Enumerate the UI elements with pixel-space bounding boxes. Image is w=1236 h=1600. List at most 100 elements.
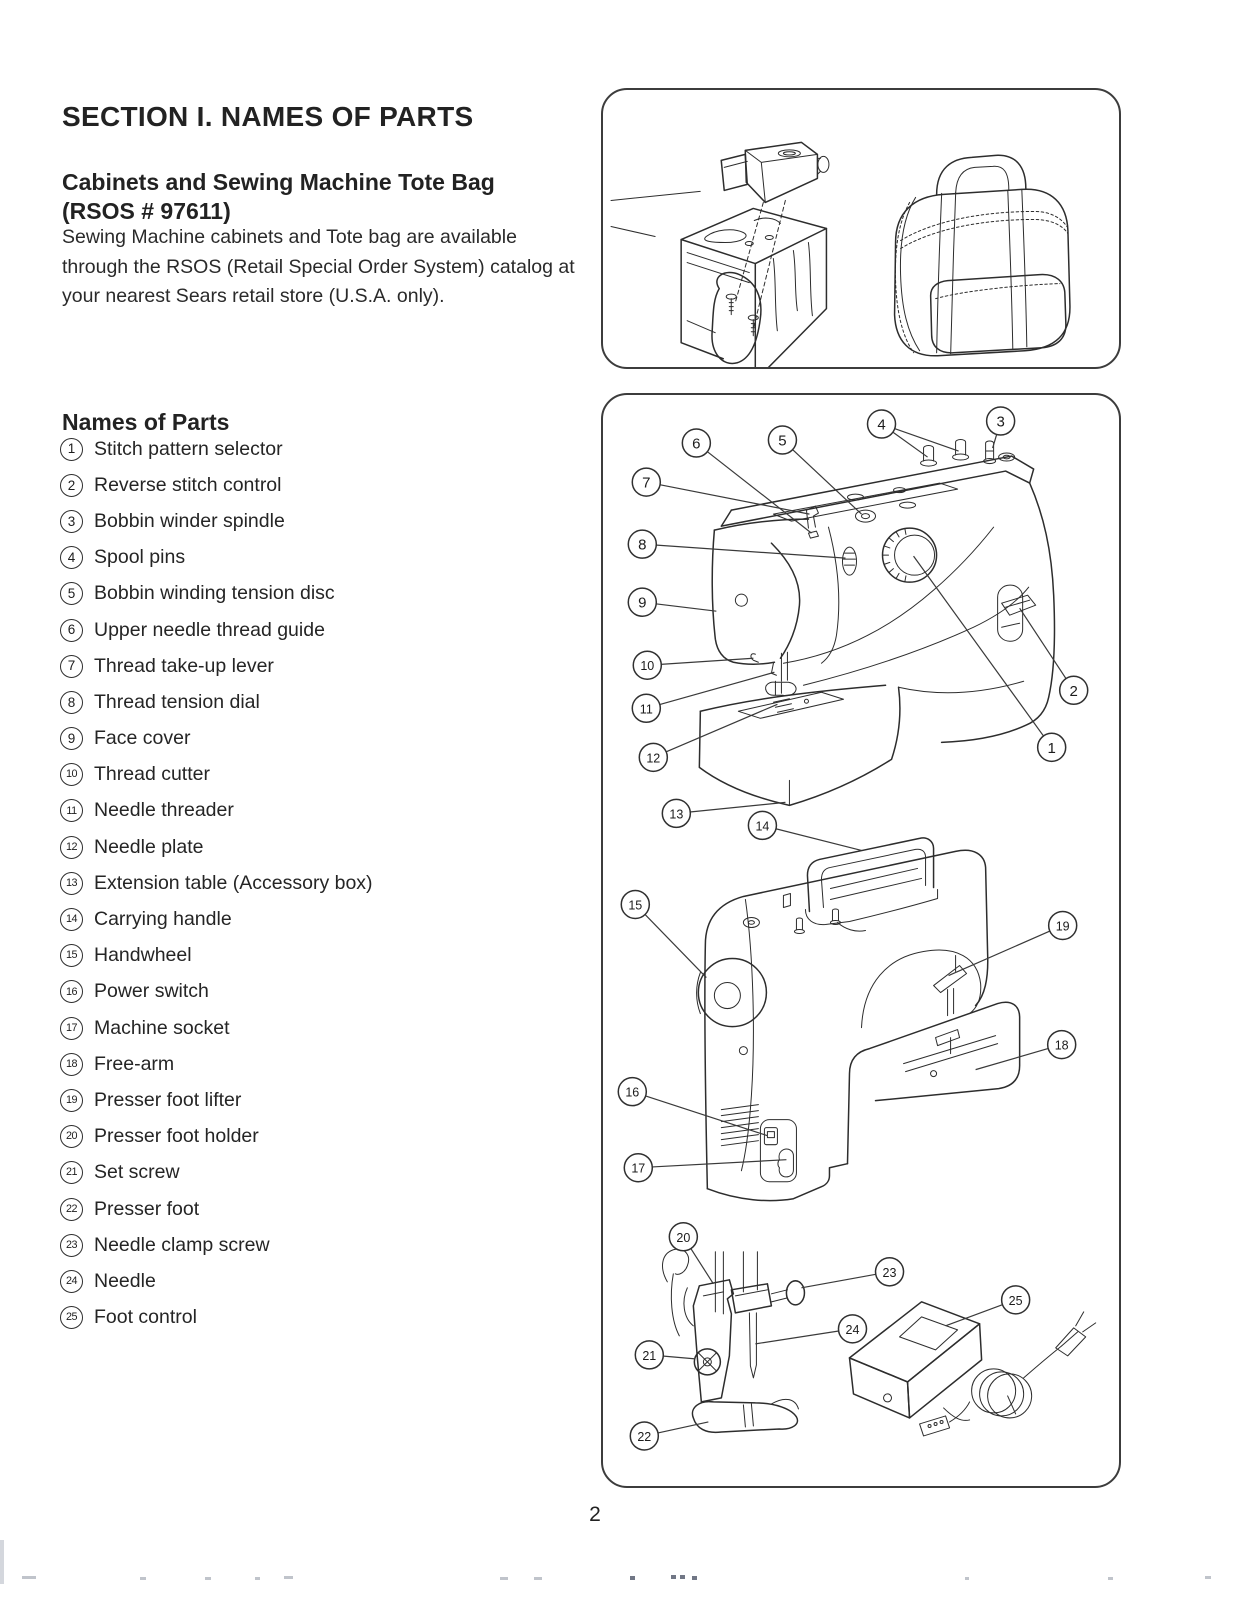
callout-number: 9	[638, 595, 646, 612]
callout-leader-line	[646, 481, 810, 515]
part-label: Thread take-up lever	[94, 654, 274, 677]
part-label: Needle threader	[94, 799, 234, 822]
part-label: Presser foot holder	[94, 1125, 259, 1148]
callout-leader-line	[762, 824, 862, 851]
part-number-badge: 6	[60, 618, 83, 642]
callout-number: 5	[778, 433, 786, 450]
parts-list: 1 Stitch pattern selector 2 Reverse stitch …	[60, 431, 373, 1336]
callout-number: 22	[637, 1430, 651, 1444]
part-number-badge: 19	[60, 1088, 83, 1112]
scan-speck	[680, 1575, 685, 1579]
part-number-badge: 21	[60, 1161, 83, 1185]
scan-speck	[692, 1576, 697, 1580]
part-number-badge: 3	[60, 509, 83, 533]
part-number-badge: 22	[60, 1197, 83, 1221]
parts-list-item: 11 Needle threader	[60, 793, 373, 829]
part-number-badge: 11	[60, 799, 83, 823]
callout-circle	[1000, 1285, 1031, 1315]
callout-circle	[629, 1421, 660, 1451]
paragraph-line: your nearest Sears retail store (U.S.A. …	[62, 285, 445, 307]
sewing-machine-diagram: 1234567891011121314151617181920212223242…	[617, 406, 1097, 1451]
part-number-badge: 13	[60, 871, 83, 895]
scan-edge-mark	[0, 1540, 4, 1584]
page-title: SECTION I. NAMES OF PARTS	[62, 100, 474, 132]
callout-circle	[1046, 1029, 1077, 1060]
callout-leader-line	[646, 671, 775, 709]
part-label: Spool pins	[94, 546, 186, 569]
callout-leader-line	[801, 1271, 890, 1289]
page-number: 2	[589, 1503, 601, 1526]
callout-leader-line	[676, 801, 786, 814]
callout-circle	[866, 409, 897, 439]
callout-circle	[681, 428, 712, 458]
callout-circle	[747, 810, 778, 841]
part-number-badge: 17	[60, 1016, 83, 1040]
callout-number: 11	[640, 702, 653, 716]
scan-speck	[140, 1577, 146, 1580]
part-label: Needle	[94, 1269, 156, 1292]
callout-number: 15	[628, 898, 642, 912]
callout-circle	[617, 1076, 648, 1107]
part-label: Extension table (Accessory box)	[94, 871, 373, 894]
callout-leader-line	[695, 442, 812, 534]
part-label: Presser foot	[94, 1197, 200, 1220]
callout-leader-line	[1019, 607, 1075, 691]
callout-number: 17	[631, 1162, 645, 1176]
part-label: Thread cutter	[94, 763, 210, 786]
part-label: Bobbin winding tension disc	[94, 582, 335, 605]
callout-number: 25	[1009, 1294, 1023, 1308]
part-label: Stitch pattern selector	[94, 437, 283, 460]
scan-speck	[205, 1577, 211, 1580]
callout-number: 3	[996, 414, 1004, 431]
part-label: Reverse stitch control	[94, 473, 282, 496]
callout-circle	[634, 1340, 665, 1370]
part-number-badge: 25	[60, 1306, 83, 1330]
part-label: Power switch	[94, 980, 209, 1003]
parts-list-item: 6 Upper needle thread guide	[60, 612, 373, 648]
cabinets-heading-line2: (RSOS # 97611)	[62, 198, 231, 224]
callout-circle	[631, 467, 662, 497]
scan-speck	[255, 1577, 260, 1580]
part-number-badge: 12	[60, 835, 83, 859]
callout-circle	[837, 1314, 868, 1344]
part-number-badge: 20	[60, 1125, 83, 1149]
callout-leader-line	[647, 657, 754, 666]
part-number-badge: 2	[60, 473, 83, 497]
parts-list-item: 13 Extension table (Accessory box)	[60, 865, 373, 901]
scan-speck	[671, 1575, 676, 1579]
callout-circle	[1047, 910, 1078, 941]
part-label: Bobbin winder spindle	[94, 509, 285, 532]
parts-list-item: 14 Carrying handle	[60, 901, 373, 937]
part-number-badge: 7	[60, 654, 83, 678]
callout-number: 8	[638, 537, 646, 554]
cabinets-paragraph: Sewing Machine cabinets and Tote bag are…	[62, 223, 575, 312]
callout-circle	[623, 1152, 654, 1183]
scan-speck	[22, 1576, 36, 1579]
paragraph-line: Sewing Machine cabinets and Tote bag are…	[62, 226, 517, 248]
scan-speck	[500, 1577, 508, 1580]
part-number-badge: 15	[60, 944, 83, 968]
part-number-badge: 14	[60, 908, 83, 932]
callout-number: 18	[1055, 1039, 1069, 1053]
parts-list-item: 7 Thread take-up lever	[60, 648, 373, 684]
part-label: Foot control	[94, 1306, 197, 1329]
callout-circle	[668, 1222, 699, 1252]
scan-speck	[1205, 1576, 1211, 1579]
part-number-badge: 1	[60, 437, 83, 461]
callout-leader-line	[755, 1328, 853, 1345]
part-label: Upper needle thread guide	[94, 618, 325, 641]
part-label: Carrying handle	[94, 908, 232, 931]
machine-rear-view-illustration	[696, 837, 1021, 1202]
callout-leader-line	[632, 1091, 768, 1137]
